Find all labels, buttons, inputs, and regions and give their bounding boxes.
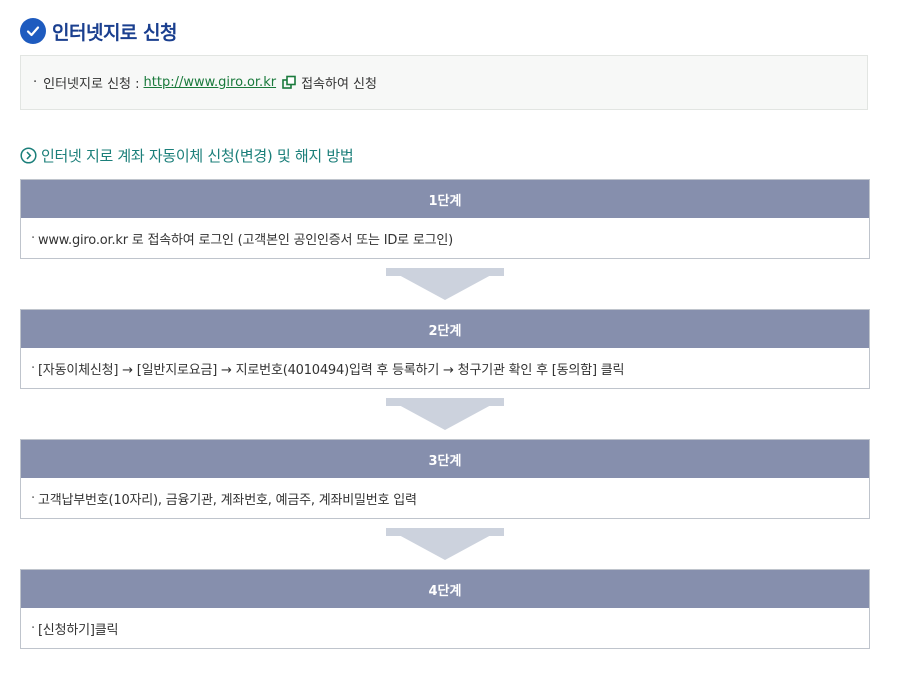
- step-1-label: 1단계: [21, 180, 869, 218]
- step-2-text: [자동이체신청] → [일반지로요금] → 지로번호(4010494)입력 후 …: [37, 362, 625, 378]
- step-1-text: www.giro.or.kr 로 접속하여 로그인 (고객본인 공인인증서 또는…: [37, 232, 453, 248]
- step-1: 1단계 · www.giro.or.kr 로 접속하여 로그인 (고객본인 공인…: [20, 179, 870, 259]
- step-4-text: [신청하기]클릭: [37, 622, 119, 638]
- step-4-label: 4단계: [21, 570, 869, 608]
- bullet: ·: [31, 230, 35, 246]
- step-3-body: · 고객납부번호(10자리), 금융기관, 계좌번호, 예금주, 계좌비밀번호 …: [21, 478, 869, 518]
- page-header: 인터넷지로 신청: [20, 16, 177, 46]
- down-arrow-icon: [386, 268, 504, 300]
- down-arrow-icon: [386, 398, 504, 430]
- giro-link[interactable]: http://www.giro.or.kr: [143, 75, 277, 90]
- bullet: ·: [31, 360, 35, 376]
- step-4: 4단계 · [신청하기]클릭: [20, 569, 870, 649]
- step-2: 2단계 · [자동이체신청] → [일반지로요금] → 지로번호(4010494…: [20, 309, 870, 389]
- down-arrow-icon: [386, 528, 504, 560]
- section-heading-row: 인터넷 지로 계좌 자동이체 신청(변경) 및 해지 방법: [20, 145, 354, 166]
- info-suffix: 접속하여 신청: [301, 77, 377, 92]
- step-2-body: · [자동이체신청] → [일반지로요금] → 지로번호(4010494)입력 …: [21, 348, 869, 388]
- bullet: ·: [33, 75, 38, 90]
- bullet: ·: [31, 620, 35, 636]
- step-1-body: · www.giro.or.kr 로 접속하여 로그인 (고객본인 공인인증서 …: [21, 218, 869, 258]
- step-3-text: 고객납부번호(10자리), 금융기관, 계좌번호, 예금주, 계좌비밀번호 입력: [37, 492, 417, 508]
- bullet: ·: [31, 490, 35, 506]
- step-3-label: 3단계: [21, 440, 869, 478]
- step-3: 3단계 · 고객납부번호(10자리), 금융기관, 계좌번호, 예금주, 계좌비…: [20, 439, 870, 519]
- section-heading: 인터넷 지로 계좌 자동이체 신청(변경) 및 해지 방법: [41, 147, 354, 165]
- step-4-body: · [신청하기]클릭: [21, 608, 869, 648]
- info-prefix: 인터넷지로 신청 :: [43, 77, 140, 92]
- step-2-label: 2단계: [21, 310, 869, 348]
- check-circle-icon: [20, 18, 46, 44]
- info-box: · 인터넷지로 신청 : http://www.giro.or.kr 접속하여 …: [20, 55, 868, 110]
- page-title: 인터넷지로 신청: [52, 21, 177, 44]
- circle-chevron-right-icon: [20, 147, 37, 164]
- new-window-icon[interactable]: [282, 75, 297, 90]
